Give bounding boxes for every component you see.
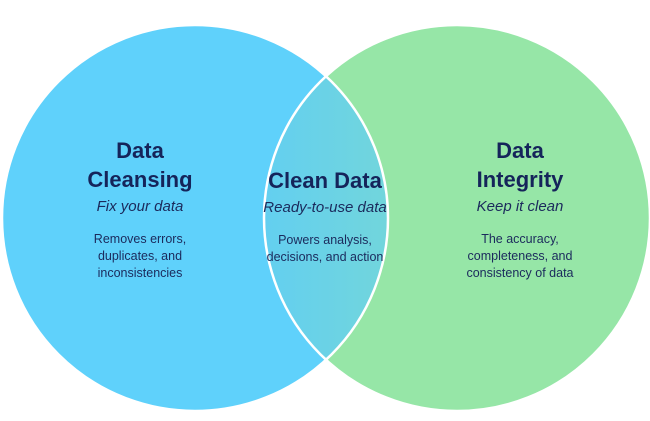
- data-integrity-subtitle: Keep it clean: [476, 198, 564, 215]
- desc-line: inconsistencies: [97, 266, 183, 280]
- clean-data-section: Clean Data Ready-to-use data Powers anal…: [230, 166, 420, 266]
- data-integrity-section: Data Integrity Keep it clean The accurac…: [440, 136, 600, 282]
- desc-line: consistency of data: [466, 266, 574, 280]
- title-line: Integrity: [476, 167, 564, 192]
- right-circle-outline: [262, 23, 650, 413]
- clean-data-title: Clean Data: [268, 168, 382, 193]
- desc-line: Powers analysis,: [278, 233, 372, 247]
- data-cleansing-section: Data Cleansing Fix your data Removes err…: [60, 136, 220, 282]
- clean-data-subtitle: Ready-to-use data: [263, 199, 387, 216]
- overlap-region: [264, 25, 388, 411]
- data-integrity-description: The accuracy, completeness, and consiste…: [440, 231, 600, 282]
- data-cleansing-subtitle: Fix your data: [96, 198, 184, 215]
- desc-line: duplicates, and: [97, 249, 183, 263]
- desc-line: completeness, and: [467, 249, 573, 263]
- left-circle-outline: [0, 23, 390, 413]
- data-integrity-title: Data Integrity: [440, 136, 600, 194]
- title-line: Data: [496, 138, 544, 163]
- title-line: Cleansing: [87, 167, 193, 192]
- desc-line: Removes errors,: [93, 232, 187, 246]
- desc-line: decisions, and action: [266, 250, 384, 264]
- desc-line: The accuracy,: [481, 232, 559, 246]
- title-line: Data: [116, 138, 164, 163]
- data-cleansing-description: Removes errors, duplicates, and inconsis…: [60, 231, 220, 282]
- clean-data-description: Powers analysis, decisions, and action: [230, 232, 420, 266]
- data-cleansing-title: Data Cleansing: [60, 136, 220, 194]
